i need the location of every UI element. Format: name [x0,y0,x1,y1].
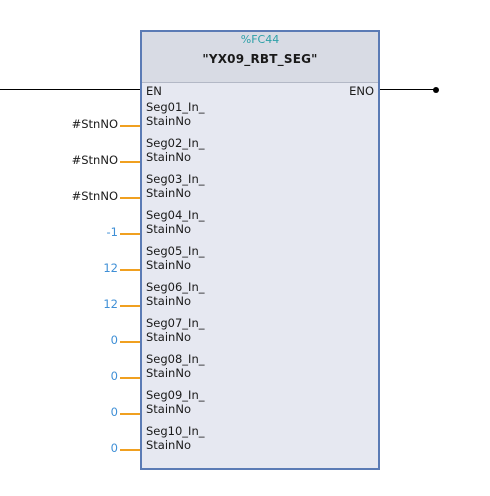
block-name[interactable]: "YX09_RBT_SEG" [202,52,318,66]
pin-name-line2: StainNo [146,402,191,416]
input-pin-label: Seg09_In_StainNo [146,388,205,416]
input-pin-wire [120,341,140,343]
input-pin-wire [120,449,140,451]
pin-name-line1: Seg01_In_ [146,100,205,114]
pin-argument-constant[interactable]: 0 [110,333,118,347]
pin-name-line2: StainNo [146,330,191,344]
input-pin-wire [120,269,140,271]
pin-name-line2: StainNo [146,438,191,452]
pin-name-line1: Seg06_In_ [146,280,205,294]
function-block-header: %FC44 "YX09_RBT_SEG" [142,32,378,83]
pin-name-line2: StainNo [146,366,191,380]
input-pin-label: Seg03_In_StainNo [146,172,205,200]
input-pin-label: Seg10_In_StainNo [146,424,205,452]
input-pin-wire [120,161,140,163]
input-pin-wire [120,377,140,379]
pin-argument-tag[interactable]: #StnNO [71,153,118,167]
input-pin-wire [120,197,140,199]
input-pin-wire [120,413,140,415]
input-pin-label: Seg02_In_StainNo [146,136,205,164]
pin-name-line2: StainNo [146,114,191,128]
input-pin-label: Seg04_In_StainNo [146,208,205,236]
eno-connection-dot [433,87,439,93]
input-pin-label: Seg06_In_StainNo [146,280,205,308]
pin-name-line2: StainNo [146,258,191,272]
pin-argument-tag[interactable]: #StnNO [71,189,118,203]
input-pin-wire [120,125,140,127]
pin-argument-tag[interactable]: #StnNO [71,117,118,131]
pin-argument-constant[interactable]: 12 [103,261,118,275]
eno-pin-label: ENO [349,84,374,98]
pin-name-line2: StainNo [146,294,191,308]
pin-name-line1: Seg09_In_ [146,388,205,402]
function-block[interactable]: %FC44 "YX09_RBT_SEG" EN ENO Seg01_In_Sta… [140,30,380,470]
pin-name-line1: Seg10_In_ [146,424,205,438]
block-number: %FC44 [240,33,280,46]
input-pin-label: Seg01_In_StainNo [146,100,205,128]
input-pin-label: Seg07_In_StainNo [146,316,205,344]
pin-name-line1: Seg05_In_ [146,244,205,258]
pin-argument-constant[interactable]: 0 [110,441,118,455]
pin-argument-constant[interactable]: 12 [103,297,118,311]
input-pin-wire [120,305,140,307]
pin-argument-constant[interactable]: 0 [110,369,118,383]
input-pin-wire [120,233,140,235]
pin-name-line1: Seg07_In_ [146,316,205,330]
eno-output-wire [380,89,436,90]
pin-name-line1: Seg02_In_ [146,136,205,150]
pin-name-line2: StainNo [146,150,191,164]
pin-name-line2: StainNo [146,222,191,236]
pin-name-line1: Seg03_In_ [146,172,205,186]
pin-argument-constant[interactable]: 0 [110,405,118,419]
en-pin-label: EN [146,84,162,98]
pin-name-line1: Seg08_In_ [146,352,205,366]
pin-name-line1: Seg04_In_ [146,208,205,222]
en-power-wire [0,89,140,90]
pin-argument-constant[interactable]: -1 [106,225,118,239]
input-pin-label: Seg05_In_StainNo [146,244,205,272]
input-pin-label: Seg08_In_StainNo [146,352,205,380]
pin-name-line2: StainNo [146,186,191,200]
